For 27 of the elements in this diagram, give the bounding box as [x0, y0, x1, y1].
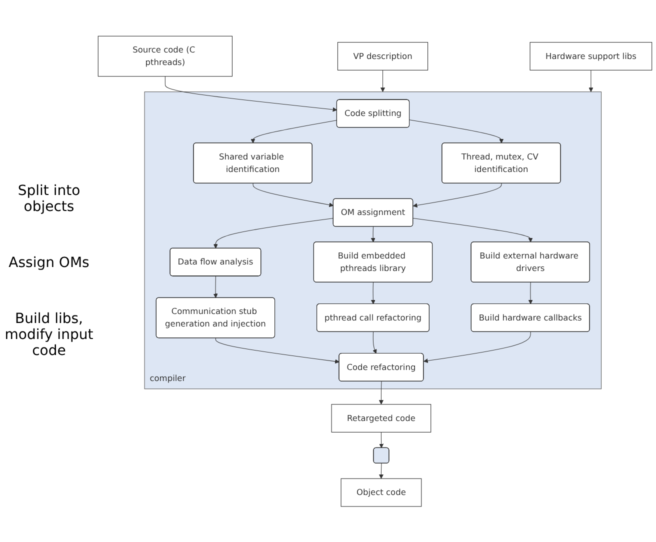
arrow: [370, 282, 376, 304]
arrow: [213, 218, 334, 248]
arrow: [378, 462, 384, 479]
node-box: Object code: [340, 478, 422, 506]
arrow: [370, 226, 376, 242]
arrow: [412, 218, 533, 242]
arrow: [213, 276, 218, 298]
arrow: [423, 331, 531, 363]
arrow: [164, 76, 338, 112]
node-box: VP description: [337, 42, 428, 70]
arrow: [378, 380, 384, 404]
arrow: [409, 119, 504, 144]
arrow: [372, 331, 377, 354]
node-box: Hardware support libs: [530, 42, 652, 70]
node-box: Retargeted code: [331, 404, 432, 432]
node-box: Source code (C pthreads): [98, 36, 232, 76]
arrow: [412, 182, 502, 208]
arrow: [379, 432, 384, 448]
brace-note: Build libs, modify input code: [4, 311, 94, 359]
arrow: [380, 70, 386, 92]
brace-note: Assign OMs: [8, 255, 90, 271]
arrow: [252, 182, 334, 207]
arrow: [215, 338, 340, 364]
arrow: [528, 282, 533, 304]
brace-note: Split into objects: [16, 183, 82, 215]
arrow: [588, 70, 594, 92]
arrow: [250, 120, 338, 144]
